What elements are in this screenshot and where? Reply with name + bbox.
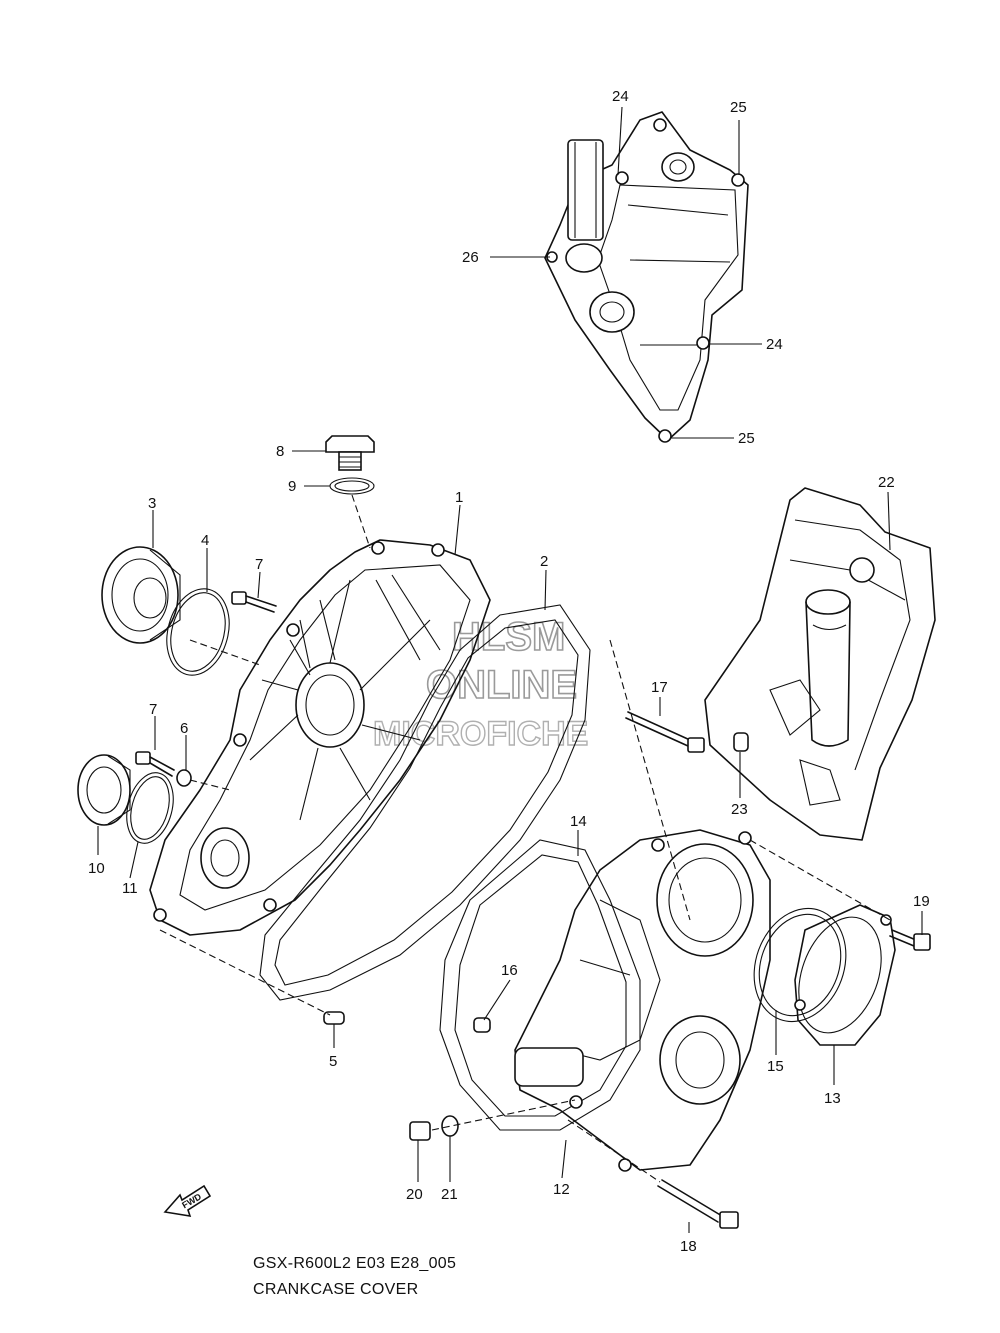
- callout-2: 2: [540, 553, 548, 570]
- bolt-19: [889, 929, 931, 951]
- callout-26: 26: [462, 249, 479, 266]
- plug-10: [77, 754, 131, 826]
- callout-5: 5: [329, 1053, 337, 1070]
- bolt-17: [625, 711, 705, 753]
- callout-11: 11: [122, 880, 138, 897]
- bolt-7-lower: [135, 751, 175, 777]
- callout-23: 23: [731, 801, 748, 818]
- generator-gasket: [439, 839, 641, 1131]
- guide-cover: [704, 487, 936, 841]
- callout-7-lower: 7: [149, 701, 157, 718]
- callout-17: 17: [651, 679, 668, 696]
- model-code: GSX-R600L2 E03 E28_005: [253, 1255, 457, 1272]
- callout-14: 14: [570, 813, 587, 830]
- callout-7-upper: 7: [255, 556, 263, 573]
- callout-21: 21: [441, 1186, 458, 1203]
- callout-8: 8: [276, 443, 284, 460]
- sprocket-cover: [544, 111, 749, 443]
- dowel-23: [733, 732, 749, 752]
- callout-13: 13: [824, 1090, 841, 1107]
- dowel-5: [323, 1011, 345, 1025]
- watermark-line-3: MICROFICHE: [373, 715, 588, 753]
- plug-3: [101, 546, 181, 644]
- callout-18: 18: [680, 1238, 697, 1255]
- watermark: HLSM ONLINE MICROFICHE: [372, 614, 589, 754]
- callout-10: 10: [88, 860, 105, 877]
- oring-4: [166, 588, 230, 676]
- callout-20: 20: [406, 1186, 423, 1203]
- generator-cover: [514, 829, 771, 1172]
- gasket-9: [329, 477, 375, 495]
- leader-lines: [97, 106, 923, 1233]
- callout-9: 9: [288, 478, 296, 495]
- callout-24-right: 24: [766, 336, 783, 353]
- callout-24-top: 24: [612, 88, 629, 105]
- clutch-gasket: [259, 604, 591, 1001]
- oring-11: [126, 772, 174, 844]
- callout-labels: 1 2 3 4 5 6 7 7 8 9 10 11 12 13 14 15 16…: [88, 88, 930, 1255]
- callout-12: 12: [553, 1181, 570, 1198]
- callout-19: 19: [913, 893, 930, 910]
- callout-6: 6: [180, 720, 188, 737]
- callout-22: 22: [878, 474, 895, 491]
- cover-13: [794, 904, 896, 1046]
- bolt-7-upper: [231, 591, 277, 613]
- callout-25-bottom: 25: [738, 430, 755, 447]
- assembly-lines: [159, 494, 891, 1183]
- fwd-arrow-icon: FWD: [163, 1184, 212, 1217]
- washer-6: [176, 769, 192, 787]
- callout-4: 4: [201, 532, 209, 549]
- bolt-20: [409, 1121, 431, 1141]
- dowel-16: [473, 1017, 491, 1033]
- diagram-title: CRANKCASE COVER: [253, 1281, 419, 1298]
- callout-16: 16: [501, 962, 518, 979]
- callout-15: 15: [767, 1058, 784, 1075]
- clutch-cover: [149, 539, 491, 936]
- callout-3: 3: [148, 495, 156, 512]
- callout-25-top: 25: [730, 99, 747, 116]
- bolt-18: [657, 1179, 739, 1229]
- washer-21: [441, 1115, 459, 1137]
- oring-15: [753, 907, 847, 1023]
- oil-filler-cap: [325, 435, 375, 471]
- callout-1: 1: [455, 489, 463, 506]
